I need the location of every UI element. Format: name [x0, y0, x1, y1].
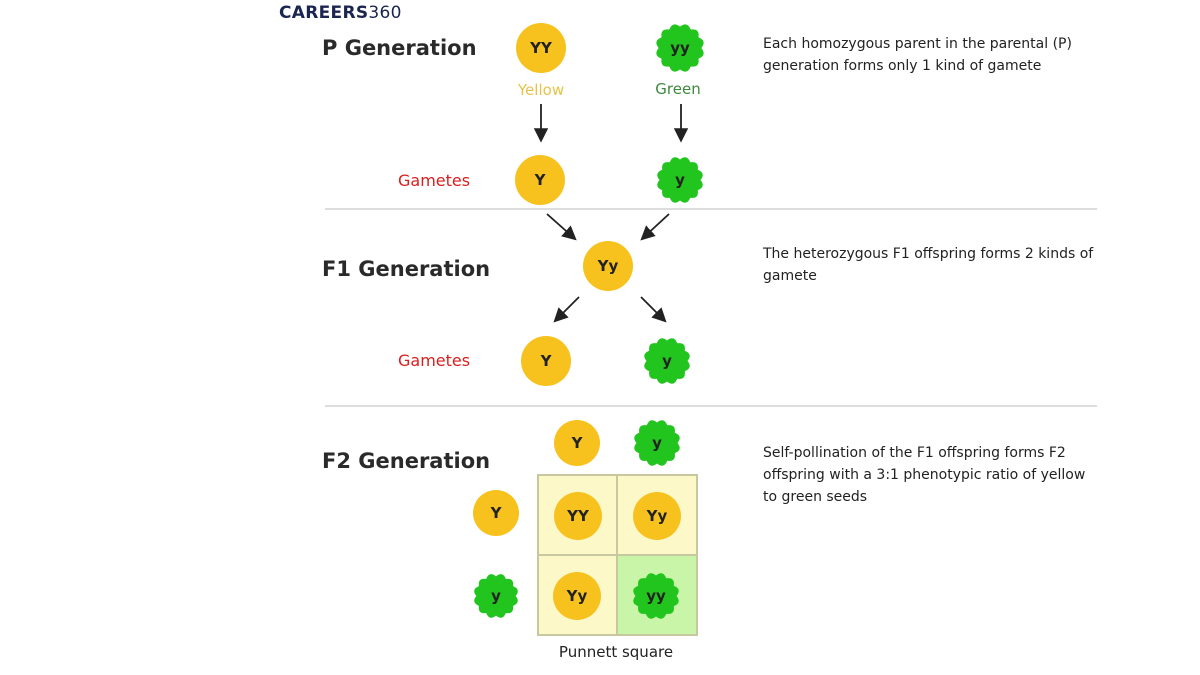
p-gamete-green-ball: y: [655, 155, 705, 205]
f2-side-green-gamete: y: [472, 572, 520, 620]
yellow-color-label: Yellow: [517, 81, 565, 99]
punnett-ball-green: yy: [631, 571, 681, 621]
f2-generation-description: Self-pollination of the F1 offspring for…: [763, 445, 1086, 505]
punnett-square-caption: Punnett square: [558, 643, 674, 661]
green-pea-shape: [657, 157, 703, 203]
green-pea-shape: [656, 24, 704, 72]
diagonal-arrow: [553, 296, 580, 323]
f2-top-yellow-gamete: Y: [554, 420, 600, 466]
green-parent-ball: yy: [654, 22, 706, 74]
diagonal-arrow: [640, 213, 670, 241]
p-gamete-yellow-ball: Y: [515, 155, 565, 205]
f2-side-yellow-gamete: Y: [473, 490, 519, 536]
punnett-ball-yellow: Yy: [553, 572, 601, 620]
f2-top-green-gamete: y: [632, 418, 682, 468]
p-generation-title: P Generation: [322, 36, 477, 60]
green-pea-shape: [633, 573, 679, 619]
f2-generation-title: F2 Generation: [322, 449, 491, 473]
f1-gamete-green-ball: y: [642, 336, 692, 386]
green-pea-shape: [474, 574, 518, 618]
f1-generation-description: The heterozygous F1 offspring forms 2 ki…: [763, 246, 1094, 284]
green-color-label: Green: [655, 80, 701, 98]
yellow-parent-ball: YY: [516, 23, 566, 73]
f1-gametes-label: Gametes: [398, 351, 471, 370]
f1-gamete-yellow-ball: Y: [521, 336, 571, 386]
diagonal-arrow: [546, 213, 577, 241]
green-pea-shape: [644, 338, 690, 384]
f1-offspring-ball: Yy: [583, 241, 633, 291]
section-divider: [325, 208, 1097, 210]
p-gametes-label: Gametes: [398, 171, 471, 190]
f1-generation-title: F1 Generation: [322, 257, 491, 281]
p-generation-description: Each homozygous parent in the parental (…: [763, 36, 1072, 74]
punnett-ball-yellow: Yy: [633, 492, 681, 540]
punnett-ball-yellow: YY: [554, 492, 602, 540]
section-divider: [325, 405, 1097, 407]
careers360-logo: CAREERS360: [279, 3, 402, 23]
green-pea-shape: [634, 420, 680, 466]
diagonal-arrow: [640, 296, 667, 323]
